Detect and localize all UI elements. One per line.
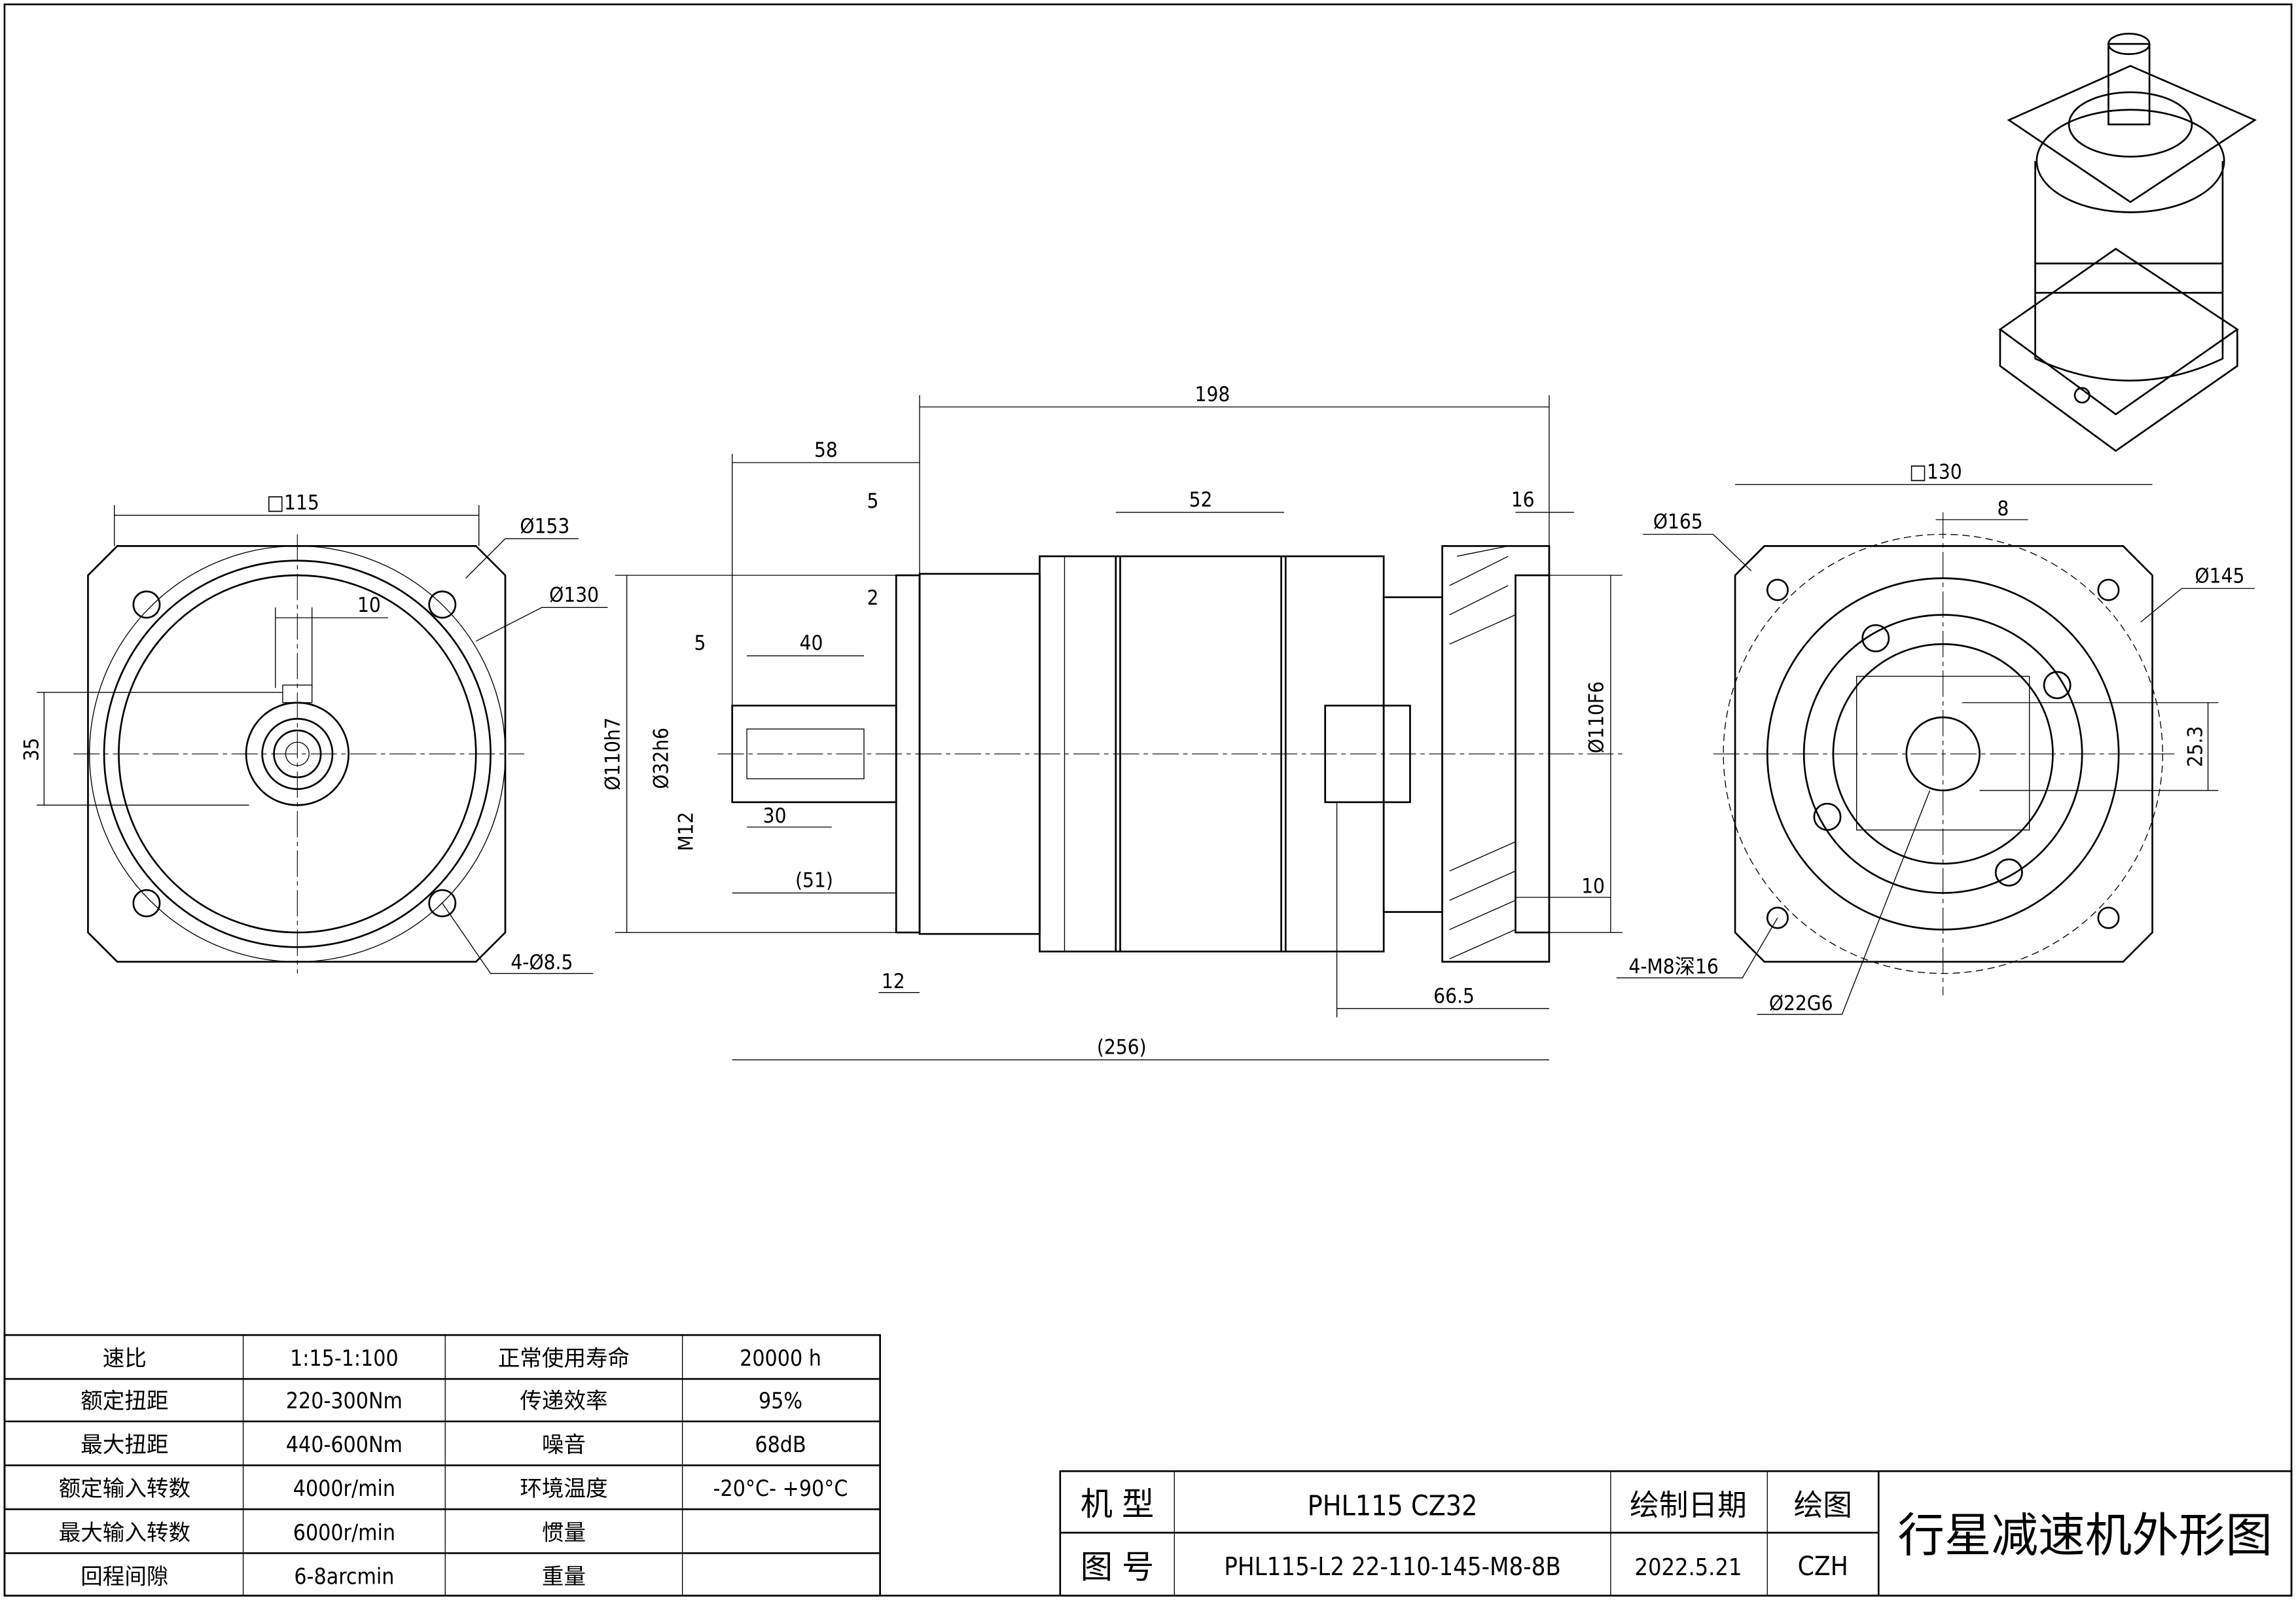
spec-value: 20000 h (740, 1345, 821, 1371)
spec-label: 正常使用寿命 (498, 1345, 630, 1371)
dim-m12: M12 (674, 812, 698, 851)
dim-35: 35 (20, 738, 43, 761)
spec-value: 68dB (755, 1432, 806, 1457)
dim-d153: Ø153 (520, 514, 569, 538)
spec-label: 速比 (103, 1345, 147, 1371)
dim-198: 198 (1195, 383, 1230, 406)
dim-12: 12 (882, 970, 905, 993)
dim-40: 40 (800, 631, 823, 655)
dim-square-115: □115 (266, 491, 319, 514)
spec-value: 95% (759, 1388, 802, 1413)
spec-label: 惯量 (542, 1520, 586, 1545)
dim-25-3: 25.3 (2184, 726, 2208, 768)
spec-row: 额定输入转数 4000r/min 环境温度 -20°C- +90°C (59, 1476, 848, 1501)
dim-30: 30 (763, 804, 787, 828)
dim-key-10: 10 (357, 594, 381, 617)
spec-row: 最大扭距 440-600Nm 噪音 68dB (81, 1432, 806, 1457)
spec-value: 6000r/min (293, 1520, 395, 1545)
front-view: □115 Ø153 Ø130 10 35 4-Ø8.5 (20, 491, 608, 974)
spec-value: 440-600Nm (286, 1432, 403, 1457)
spec-row: 回程间隙 6-8arcmin 重量 (81, 1563, 586, 1589)
spec-row: 速比 1:15-1:100 正常使用寿命 20000 h (103, 1345, 821, 1371)
spec-value: 6-8arcmin (294, 1563, 394, 1589)
dim-d165: Ø165 (1653, 510, 1703, 534)
spec-label: 噪音 (542, 1432, 586, 1457)
dim-square-130: □130 (1909, 460, 1962, 484)
model-label: 机 型 (1081, 1485, 1154, 1523)
dim-52: 52 (1189, 488, 1213, 512)
spec-value: -20°C- +90°C (713, 1476, 848, 1501)
spec-value: 1:15-1:100 (290, 1345, 399, 1371)
dim-d145: Ø145 (2195, 564, 2245, 588)
mounting-holes (132, 590, 457, 917)
dim-d110h7: Ø110h7 (601, 717, 624, 791)
dim-58: 58 (814, 438, 838, 462)
date-value: 2022.5.21 (1635, 1554, 1742, 1581)
spec-label: 额定输入转数 (59, 1476, 190, 1501)
dim-d32h6: Ø32h6 (649, 728, 673, 789)
spec-value: 220-300Nm (286, 1388, 403, 1413)
dim-51: (51) (795, 869, 833, 893)
dim-16: 16 (1511, 488, 1535, 512)
drawing-no-label: 图 号 (1081, 1548, 1154, 1586)
spec-table: 速比 1:15-1:100 正常使用寿命 20000 h 额定扭距 220-30… (3, 1334, 881, 1597)
model-value: PHL115 CZ32 (1308, 1490, 1478, 1522)
dim-holes: 4-Ø8.5 (511, 951, 573, 974)
dim-5b: 5 (694, 631, 706, 655)
dim-5a: 5 (867, 489, 878, 513)
spec-label: 额定扭距 (81, 1388, 168, 1413)
rear-view: □130 8 Ø165 Ø145 25.3 4-M8深16 Ø22G6 (1616, 460, 2255, 1016)
isometric-view (1998, 33, 2257, 452)
dim-threads: 4-M8深16 (1628, 955, 1718, 979)
spec-row: 额定扭距 220-300Nm 传递效率 95% (81, 1388, 802, 1413)
dim-d130: Ø130 (549, 583, 599, 607)
dim-8: 8 (1997, 497, 2009, 520)
spec-label: 最大输入转数 (59, 1520, 190, 1545)
drawing-title: 行星减速机外形图 (1897, 1508, 2272, 1563)
dim-256: (256) (1097, 1036, 1147, 1059)
spec-value: 4000r/min (293, 1476, 395, 1501)
dim-2: 2 (867, 586, 878, 610)
dim-d22g6: Ø22G6 (1769, 992, 1833, 1016)
drawer-label: 绘图 (1794, 1487, 1852, 1522)
date-label: 绘制日期 (1630, 1487, 1747, 1522)
spec-row: 最大输入转数 6000r/min 惯量 (59, 1520, 586, 1545)
dim-10: 10 (1581, 875, 1605, 898)
drawer-value: CZH (1798, 1552, 1848, 1582)
side-view: 198 58 5 2 5 40 Ø32h6 M12 30 (51) Ø110h7… (601, 383, 1626, 1061)
spec-label: 环境温度 (520, 1476, 607, 1501)
spec-label: 最大扭距 (81, 1432, 168, 1457)
dim-d110f6: Ø110F6 (1585, 681, 1609, 753)
spec-label: 回程间隙 (81, 1563, 168, 1589)
dim-66-5: 66.5 (1433, 984, 1475, 1008)
title-block: 机 型 PHL115 CZ32 绘制日期 绘图 图 号 PHL115-L2 22… (1059, 1470, 2293, 1597)
spec-label: 传递效率 (520, 1388, 607, 1413)
spec-label: 重量 (542, 1563, 586, 1589)
drawing-no-value: PHL115-L2 22-110-145-M8-8B (1224, 1552, 1561, 1581)
